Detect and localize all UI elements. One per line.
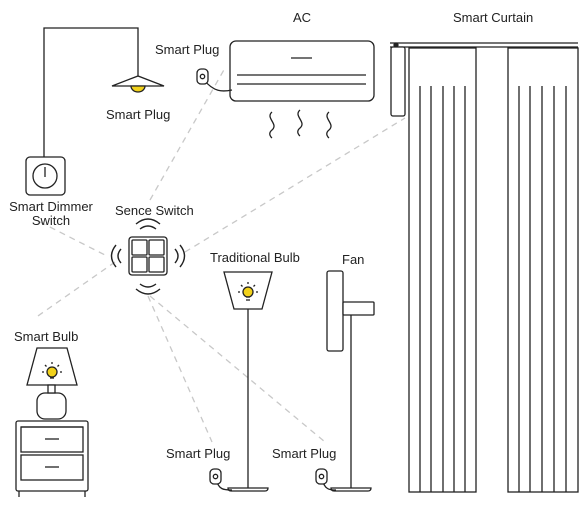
smart-plug-ceiling-label: Smart Plug	[106, 107, 171, 122]
table-lamp	[15, 347, 89, 497]
traditional-bulb-label: Traditional Bulb	[210, 250, 300, 265]
ac-body	[229, 40, 375, 102]
heat-wave-icon	[297, 109, 303, 137]
smart-plug-fan-icon	[315, 468, 328, 485]
lamp-bulb-icon	[130, 85, 146, 93]
smart-plug-ac-icon	[196, 68, 209, 85]
fan-label: Fan	[342, 252, 365, 267]
link-to-ceiling-plug	[149, 67, 226, 201]
fan-neck	[342, 301, 375, 316]
connection-lines	[34, 67, 406, 443]
dimmer-wire	[43, 27, 139, 158]
fan-head	[326, 270, 344, 352]
scene-switch-body	[128, 236, 168, 276]
smart-plug-fan-label: Smart Plug	[272, 446, 337, 461]
ac-label: AC	[293, 10, 312, 25]
ceiling-lamp	[43, 27, 165, 158]
floor-lamp	[209, 271, 273, 492]
smart-plug-lamp-icon	[209, 468, 222, 485]
heat-wave-icon	[326, 111, 332, 139]
signal-icon	[110, 218, 186, 295]
curtain-motor	[390, 46, 406, 117]
smart-dimmer-label-line1: Smart Dimmer	[9, 199, 93, 214]
scene-switch	[110, 218, 186, 295]
fan-base	[330, 487, 372, 492]
table-lamp-base	[36, 392, 67, 420]
smart-dimmer-label: Smart Dimmer Switch	[5, 200, 97, 228]
smart-curtain	[390, 42, 579, 493]
link-to-dimmer	[39, 221, 106, 256]
nightstand	[15, 420, 89, 492]
smart-dimmer-label-line2: Switch	[31, 213, 71, 228]
ac-unit	[196, 40, 375, 139]
link-to-curtain	[184, 117, 406, 253]
heat-wave-icon	[269, 111, 275, 139]
smart-bulb-label: Smart Bulb	[14, 329, 79, 344]
link-to-smart-bulb	[34, 261, 116, 319]
bulb-glow-icon	[42, 362, 62, 379]
smart-curtain-label: Smart Curtain	[453, 10, 534, 25]
floor-lamp-base	[227, 487, 269, 492]
smart-dimmer-switch	[25, 156, 66, 196]
link-to-floor-lamp-plug	[147, 295, 213, 443]
bulb-glow-icon	[238, 282, 258, 301]
link-to-fan-plug	[149, 295, 326, 443]
fan	[315, 270, 375, 492]
scene-switch-label: Sence Switch	[115, 203, 194, 218]
smart-plug-ac-label: Smart Plug	[155, 42, 220, 57]
smart-plug-lamp-label: Smart Plug	[166, 446, 231, 461]
lamp-shade	[111, 75, 165, 87]
